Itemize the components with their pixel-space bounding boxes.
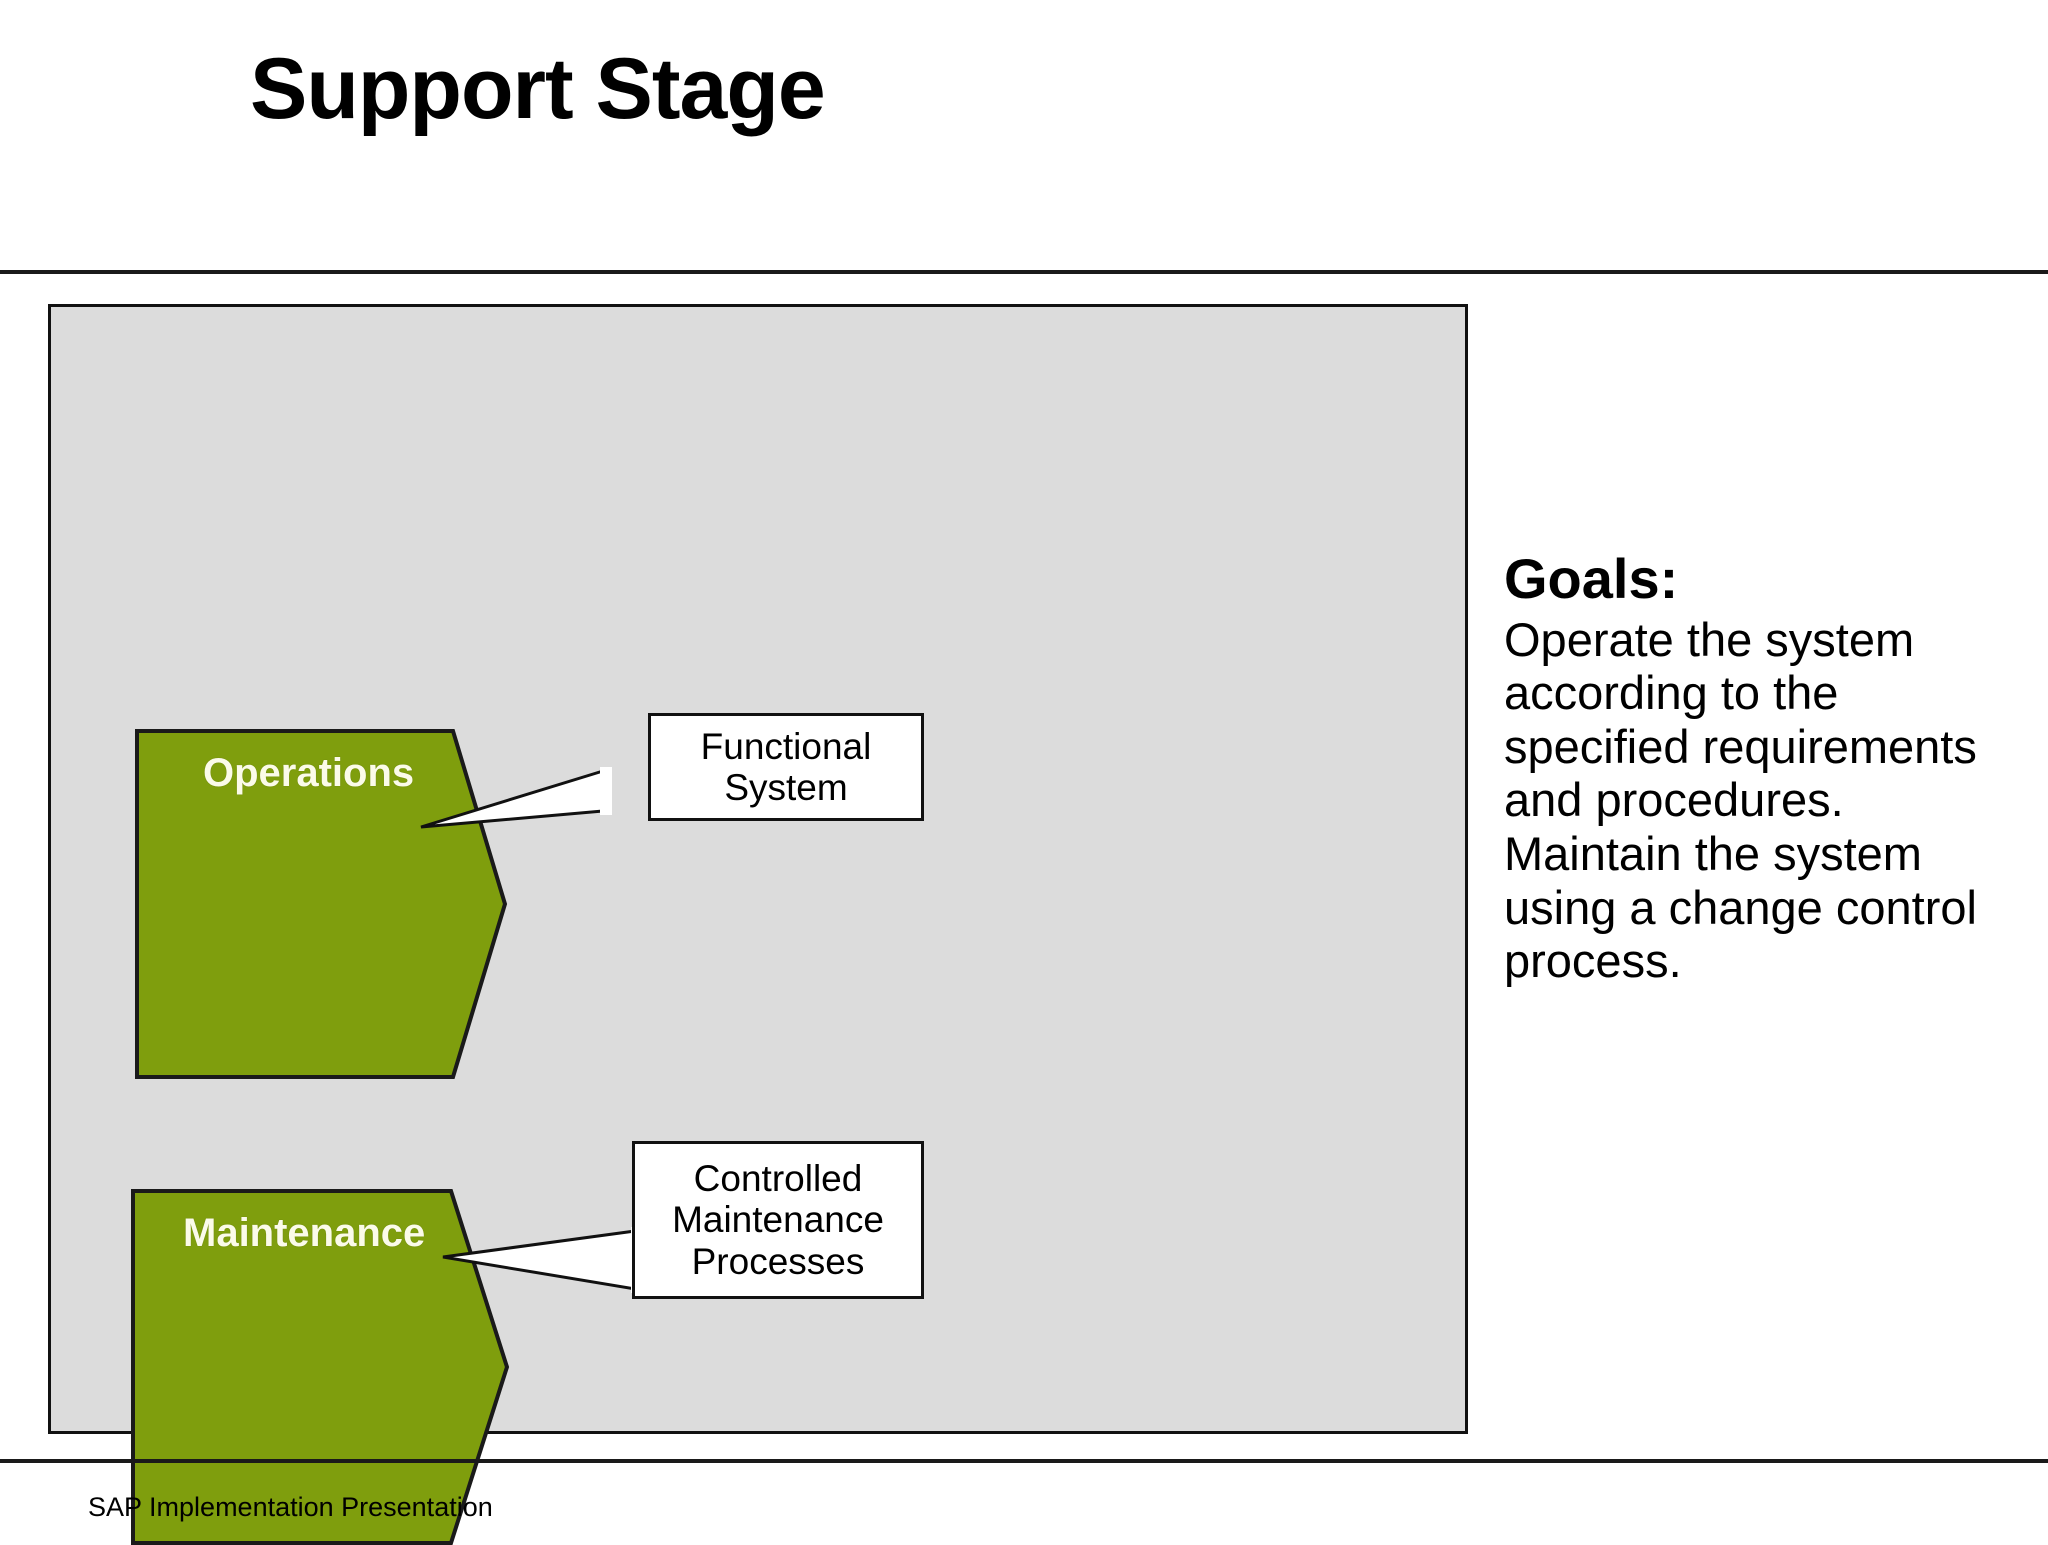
goals-body: Operate the system according to the spec… (1504, 612, 1977, 988)
callout-line: Functional (700, 725, 872, 767)
goals-heading: Goals: (1504, 547, 1679, 610)
page-title: Support Stage (250, 41, 826, 137)
callout-pointer-functional-system (420, 767, 612, 829)
callout-box-controlled-maintenance[interactable]: Controlled Maintenance Processes (632, 1141, 924, 1299)
goals-block: Goals: Operate the system according to t… (1504, 547, 2028, 988)
chevron-shape-icon (131, 1189, 510, 1545)
stage-label-maintenance: Maintenance (183, 1211, 426, 1255)
callout-line: Maintenance (672, 1199, 884, 1241)
callout-line: Processes (691, 1240, 865, 1282)
stage-label-operations: Operations (203, 751, 415, 795)
chevron-shape-icon (135, 729, 508, 1079)
callout-line: Controlled (693, 1157, 863, 1199)
diagram-panel: Operations Functional System Maintenance… (48, 304, 1468, 1545)
header-divider (0, 270, 2048, 274)
callout-line: System (724, 767, 848, 808)
footer-label: SAP Implementation Presentation (88, 1492, 493, 1522)
stage-shape-maintenance[interactable]: Maintenance (131, 1189, 510, 1545)
callout-box-functional-system[interactable]: Functional System (648, 713, 924, 821)
stage-shape-operations[interactable]: Operations (135, 729, 508, 1079)
callout-pointer-controlled-maintenance (442, 1227, 643, 1293)
footer-divider (0, 1459, 2048, 1463)
